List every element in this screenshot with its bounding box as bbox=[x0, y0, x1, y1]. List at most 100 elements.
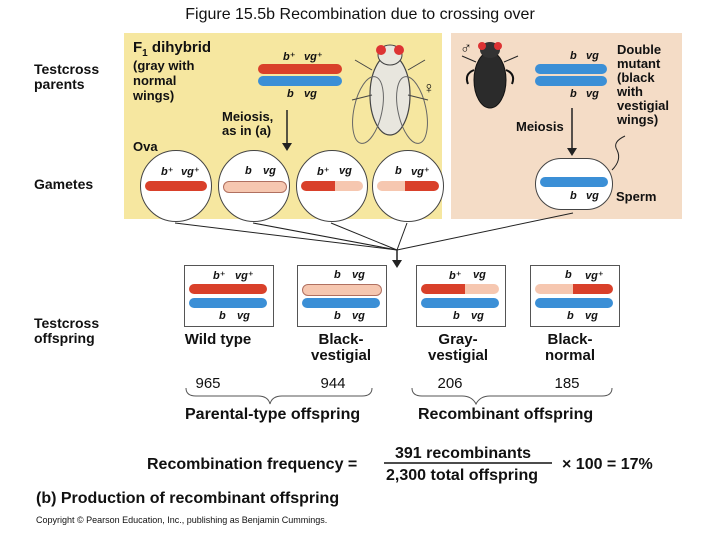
row-label-line: parents bbox=[34, 76, 85, 92]
f1-heading-subscript: 1 bbox=[142, 48, 148, 59]
chromosome-red-segment bbox=[405, 181, 439, 191]
recombination-frequency-label: Recombination frequency = bbox=[147, 456, 358, 473]
chromosome-red bbox=[145, 181, 207, 191]
copyright: Copyright © Pearson Education, Inc., pub… bbox=[36, 515, 328, 525]
row-label-testcross-offspring: Testcross offspring bbox=[34, 316, 99, 346]
allele-label: vg bbox=[237, 310, 250, 322]
allele-label: b bbox=[453, 310, 460, 322]
row-label-line: offspring bbox=[34, 330, 95, 346]
allele-label: vg⁺ bbox=[181, 166, 200, 178]
allele-label: vg bbox=[304, 88, 317, 100]
allele-label: vg bbox=[352, 269, 365, 281]
allele-label: b bbox=[565, 269, 572, 281]
allele-label: vg bbox=[339, 165, 352, 177]
offspring-wild-type: b⁺ vg⁺ b vg bbox=[184, 265, 274, 327]
chromosome-red bbox=[189, 284, 267, 294]
f1-heading-rest: dihybrid bbox=[147, 39, 212, 56]
caption: (b) Production of recombinant offspring bbox=[36, 490, 340, 507]
chromosome-blue bbox=[535, 76, 607, 86]
allele-label: vg bbox=[586, 190, 599, 202]
allele-label: b⁺ bbox=[449, 270, 462, 282]
gamete-ovum: b vg bbox=[218, 150, 290, 222]
gamete-ovum: b⁺ vg bbox=[296, 150, 368, 222]
chromosome-red-segment bbox=[301, 181, 335, 191]
allele-label: vg bbox=[586, 50, 599, 62]
f1-heading-f: F bbox=[133, 39, 143, 56]
dm-desc-line: (black bbox=[617, 70, 655, 85]
phenotype-label: Black- normal bbox=[515, 332, 625, 364]
allele-label: b⁺ bbox=[161, 166, 174, 178]
phenotype-line: vestigial bbox=[427, 347, 489, 364]
f1-desc-line: normal bbox=[133, 73, 177, 88]
allele-label: b bbox=[567, 310, 574, 322]
allele-label: b bbox=[287, 88, 294, 100]
allele-label: b bbox=[395, 165, 402, 177]
meiosis-line: as in (a) bbox=[222, 123, 272, 138]
chromosome-blue bbox=[189, 298, 267, 308]
male-fly-icon bbox=[461, 42, 519, 109]
chromosome-red-segment bbox=[573, 284, 613, 294]
phenotype-line: Black- bbox=[547, 331, 593, 348]
dm-desc-line: mutant bbox=[617, 56, 661, 71]
phenotype-line: Black- bbox=[318, 331, 364, 348]
phenotype-label: Black- vestigial bbox=[286, 332, 396, 364]
allele-label: b bbox=[570, 190, 577, 202]
phenotype-line: vestigial bbox=[310, 347, 372, 364]
figure-title: Figure 15.5b Recombination due to crossi… bbox=[185, 6, 535, 23]
chromosome-pink bbox=[302, 284, 382, 296]
row-label-gametes: Gametes bbox=[34, 176, 94, 192]
allele-label: b bbox=[570, 88, 577, 100]
gamete-sperm: b vg bbox=[535, 158, 613, 210]
chromosome-blue bbox=[421, 298, 499, 308]
double-mutant-description: Double mutant (black with vestigial wing… bbox=[617, 43, 669, 127]
ova-label: Ova bbox=[133, 139, 158, 154]
allele-label: vg bbox=[352, 310, 365, 322]
allele-label: vg bbox=[473, 269, 486, 281]
gamete-ovum: b⁺ vg⁺ bbox=[140, 150, 212, 222]
male-symbol-icon: ♂ bbox=[460, 40, 472, 57]
phenotype-line: normal bbox=[544, 347, 595, 364]
allele-label: vg bbox=[585, 310, 598, 322]
chromosome-pink-segment bbox=[465, 284, 499, 294]
allele-label: vg⁺ bbox=[304, 51, 323, 63]
offspring-black-normal: b vg⁺ b vg bbox=[530, 265, 620, 327]
f1-desc-line: (gray with bbox=[133, 58, 195, 73]
allele-label: b⁺ bbox=[283, 51, 296, 63]
allele-label: vg bbox=[586, 88, 599, 100]
sperm-label: Sperm bbox=[616, 189, 657, 204]
offspring-count: 965 bbox=[195, 375, 221, 392]
allele-label: vg bbox=[263, 165, 276, 177]
chromosome-blue bbox=[540, 177, 608, 187]
chromosome-pink-segment bbox=[377, 181, 405, 191]
allele-label: vg bbox=[471, 310, 484, 322]
allele-label: b bbox=[334, 269, 341, 281]
formula-denominator: 2,300 total offspring bbox=[386, 467, 539, 484]
allele-label: b⁺ bbox=[317, 166, 330, 178]
row-label-line: Testcross bbox=[34, 315, 100, 331]
offspring-count: 185 bbox=[554, 375, 580, 392]
offspring-black-vestigial: b vg b vg bbox=[297, 265, 387, 327]
meiosis-right: Meiosis bbox=[516, 119, 564, 134]
allele-label: b bbox=[245, 165, 252, 177]
allele-label: b bbox=[219, 310, 226, 322]
dm-desc-line: Double bbox=[617, 42, 662, 57]
formula-numerator: 391 recombinants bbox=[395, 445, 532, 462]
chromosome-red-segment bbox=[421, 284, 465, 294]
meiosis-line: Meiosis, bbox=[222, 109, 274, 124]
allele-label: vg⁺ bbox=[411, 166, 430, 178]
chromosome-pink bbox=[223, 181, 287, 193]
chromosome-blue bbox=[258, 76, 342, 86]
phenotype-label: Gray- vestigial bbox=[403, 332, 513, 364]
female-symbol-icon: ♀ bbox=[423, 80, 435, 97]
meiosis-left: Meiosis, as in (a) bbox=[222, 110, 273, 138]
dm-desc-line: wings) bbox=[617, 112, 659, 127]
parental-type-label: Parental-type offspring bbox=[185, 406, 361, 423]
chromosome-red bbox=[258, 64, 342, 74]
phenotype-label: Wild type bbox=[168, 332, 268, 348]
offspring-count: 206 bbox=[437, 375, 463, 392]
offspring-count: 944 bbox=[320, 375, 346, 392]
f1-desc-line: wings) bbox=[133, 88, 175, 103]
female-fly-icon bbox=[351, 44, 429, 144]
chromosome-pink-segment bbox=[335, 181, 363, 191]
